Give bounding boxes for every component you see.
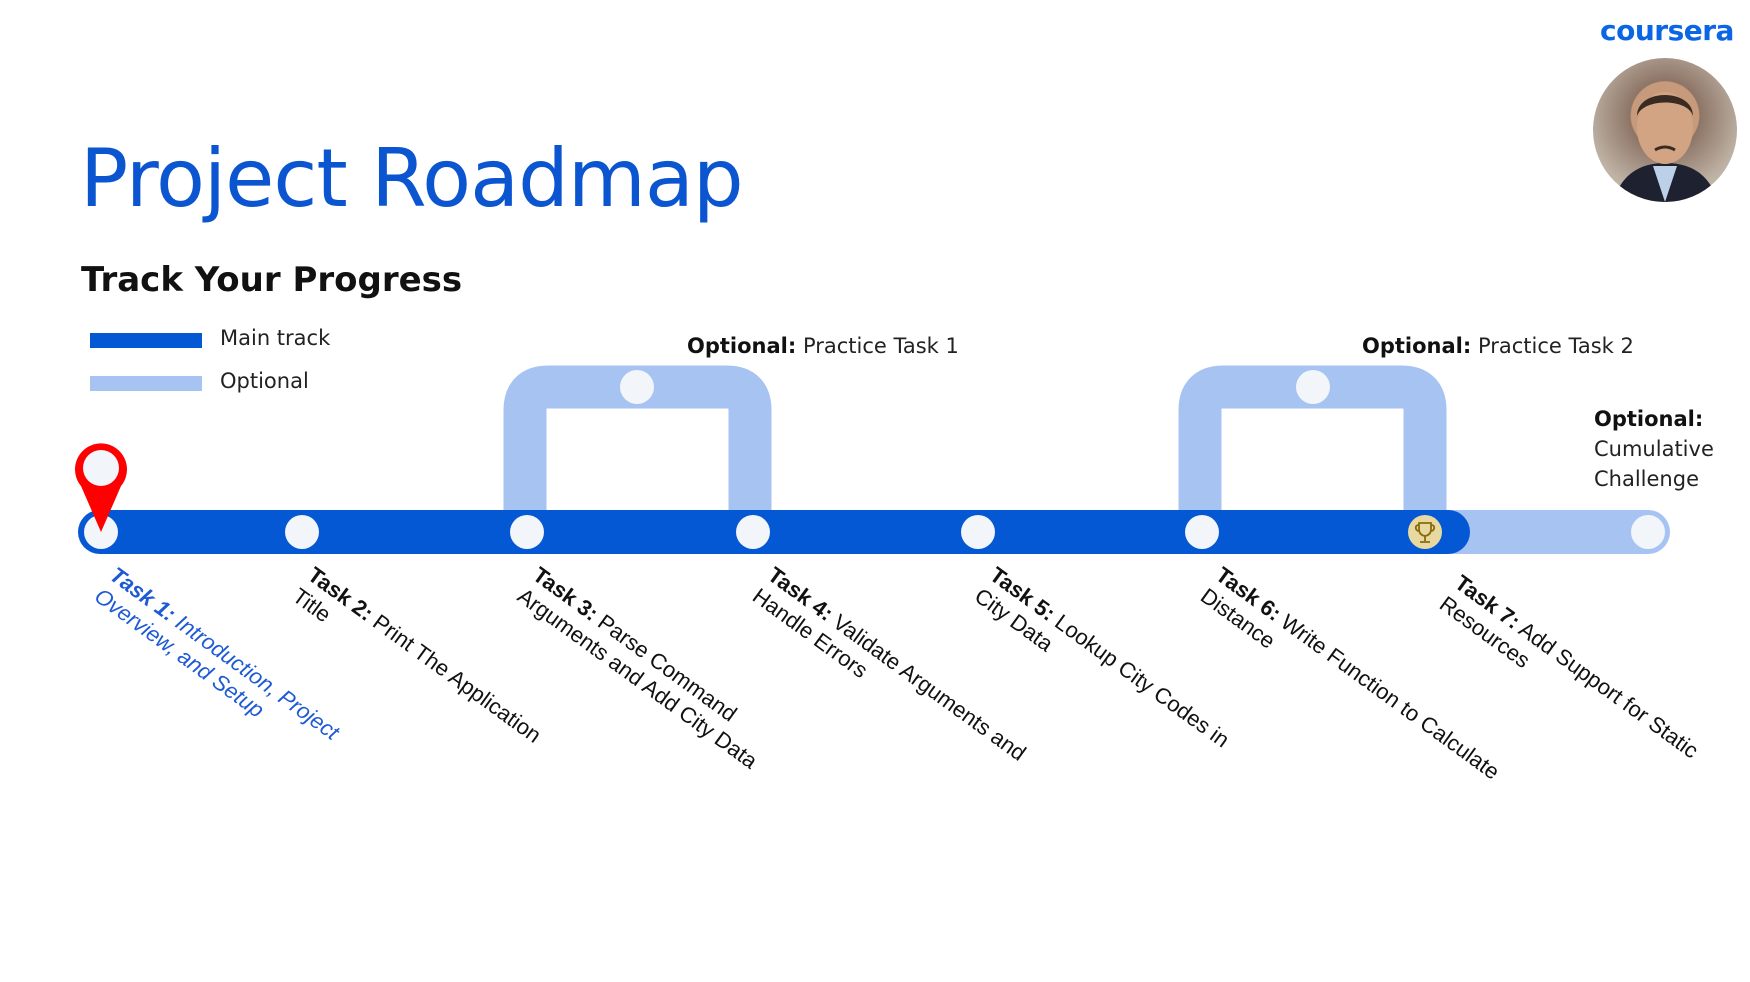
instructor-avatar bbox=[1593, 58, 1737, 202]
optional-text: Practice Task 1 bbox=[802, 334, 959, 358]
legend-optional-label: Optional bbox=[220, 369, 309, 393]
optional-practice-task-2-label: Optional: Practice Task 2 bbox=[1362, 334, 1634, 358]
optional-practice-task-1-label: Optional: Practice Task 1 bbox=[687, 334, 959, 358]
optional-track-end bbox=[1420, 510, 1670, 554]
task-4-node[interactable] bbox=[736, 515, 770, 549]
task-3-node[interactable] bbox=[510, 515, 544, 549]
main-track bbox=[78, 510, 1470, 554]
legend-main-label: Main track bbox=[220, 326, 331, 350]
task-7-node[interactable] bbox=[1408, 515, 1442, 549]
optional-prefix: Optional: bbox=[1594, 407, 1704, 431]
task-2-node[interactable] bbox=[285, 515, 319, 549]
task-6-node[interactable] bbox=[1185, 515, 1219, 549]
coursera-logo: coursera bbox=[1600, 14, 1734, 47]
section-subtitle: Track Your Progress bbox=[81, 260, 463, 300]
optional-cumulative-challenge-label: Optional: Cumulative Challenge bbox=[1594, 404, 1714, 494]
legend-main-swatch bbox=[90, 333, 202, 348]
task-5-node[interactable] bbox=[961, 515, 995, 549]
cumulative-challenge-node[interactable] bbox=[1631, 515, 1665, 549]
current-location-pin-icon bbox=[75, 443, 127, 532]
trophy-icon bbox=[1414, 522, 1436, 543]
page-title: Project Roadmap bbox=[80, 132, 744, 225]
legend-optional-swatch bbox=[90, 376, 202, 391]
optional-text: Challenge bbox=[1594, 467, 1699, 491]
practice-task-1-node[interactable] bbox=[620, 370, 654, 404]
optional-text: Cumulative bbox=[1594, 437, 1714, 461]
optional-prefix: Optional: bbox=[1362, 334, 1472, 358]
optional-text: Practice Task 2 bbox=[1477, 334, 1634, 358]
practice-task-2-node[interactable] bbox=[1296, 370, 1330, 404]
optional-prefix: Optional: bbox=[687, 334, 797, 358]
